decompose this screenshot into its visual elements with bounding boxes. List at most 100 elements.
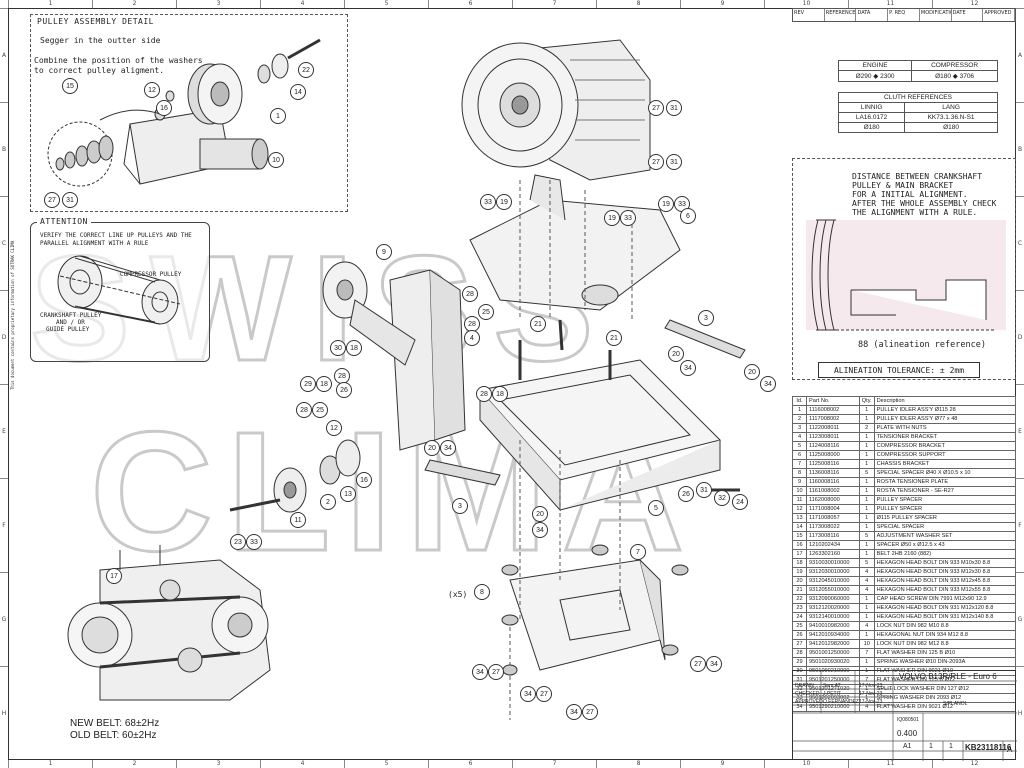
callout-33: 33 <box>480 194 496 210</box>
engine-belt-view <box>67 545 271 701</box>
callout-22: 22 <box>298 62 314 78</box>
clutch-table-title: CLUTH REFERENCES <box>838 92 998 103</box>
alignment-note-3: FOR A INITIAL ALIGNMENT. <box>852 190 968 199</box>
part-number: 1171008004 <box>806 504 860 514</box>
part-qty: 1 <box>858 432 875 442</box>
part-description: COMPRESSOR BRACKET <box>873 441 1017 451</box>
customer-name: S/PLANOL <box>943 701 968 707</box>
part-qty: 1 <box>858 630 875 640</box>
new-belt-frequency: NEW BELT: 68±2Hz <box>70 718 160 729</box>
ruler-column-label: 4 <box>260 760 344 768</box>
ruler-column-label: 8 <box>596 760 680 768</box>
part-qty: 7 <box>858 648 875 658</box>
callout-3: 3 <box>698 310 714 326</box>
part-description: Ø115 PULLEY SPACER <box>873 513 1017 523</box>
segger-note: Segger in the outter side <box>40 36 161 45</box>
part-id: 18 <box>792 558 807 568</box>
part-id: 2 <box>792 414 807 424</box>
part-number: 9501001250000 <box>806 648 860 658</box>
callout-12: 12 <box>144 82 160 98</box>
part-qty: 4 <box>858 585 875 595</box>
part-qty: 5 <box>858 468 875 478</box>
ruler-row-label: G <box>1016 572 1024 666</box>
callout-9: 9 <box>376 244 392 260</box>
approved-by: O.FERNANDEZ <box>823 699 859 705</box>
part-description: BELT 2HB 2160 (882) <box>873 549 1017 559</box>
callout-20: 20 <box>532 506 548 522</box>
compressor-pulley-value: Ø180 ◆ 3706 <box>911 70 998 82</box>
callout-31: 31 <box>62 192 78 208</box>
callout-34: 34 <box>532 522 548 538</box>
callout-25: 25 <box>312 402 328 418</box>
ruler-row-label: B <box>0 102 8 196</box>
callout-20: 20 <box>744 364 760 380</box>
linnig-header: LINNIG <box>837 102 906 113</box>
ruler-column-label: 5 <box>344 0 428 8</box>
part-qty: 1 <box>858 405 875 415</box>
part-description: SPECIAL SPACER <box>873 522 1017 532</box>
part-qty: 10 <box>858 639 875 649</box>
callout-34: 34 <box>520 686 536 702</box>
part-qty: 1 <box>858 513 875 523</box>
part-description: ADJUSTMENT WASHER SET <box>873 531 1017 541</box>
exploded-assembly-view <box>229 39 746 720</box>
part-number: 1117008002 <box>806 414 860 424</box>
callout-20: 20 <box>424 440 440 456</box>
callout-10: 10 <box>268 152 284 168</box>
part-id: 12 <box>792 504 807 514</box>
crankshaft-label-3: GUIDE PULLEY <box>46 326 90 333</box>
part-qty: 1 <box>858 450 875 460</box>
part-qty: 1 <box>858 504 875 514</box>
ruler-row-label: B <box>1016 102 1024 196</box>
ruler-column-label: 7 <box>512 0 596 8</box>
callout-4: 4 <box>464 330 480 346</box>
ruler-row-label: D <box>1016 290 1024 384</box>
part-id: 7 <box>792 459 807 469</box>
ruler-column-label: 9 <box>680 0 764 8</box>
ruler-column-label: 9 <box>680 760 764 768</box>
ruler-column-label: 12 <box>932 0 1016 8</box>
part-description: COMPRESSOR SUPPORT <box>873 450 1017 460</box>
ruler-row-label: C <box>1016 196 1024 290</box>
alignment-detail-box <box>792 158 1016 380</box>
callout-28: 28 <box>464 316 480 332</box>
revision-strip-header: REV <box>793 9 825 21</box>
callout-29: 29 <box>300 376 316 392</box>
callout-34: 34 <box>440 440 456 456</box>
approved-label: APPROVED <box>795 699 823 705</box>
callout-12: 12 <box>326 420 342 436</box>
pulley-detail-title: PULLEY ASSEMBLY DETAIL <box>37 17 154 26</box>
callout-18: 18 <box>346 340 362 356</box>
part-id: 21 <box>792 585 807 595</box>
ruler-column-label: 7 <box>512 760 596 768</box>
checked-label: CHECKED <box>795 691 820 697</box>
ruler-column-label: 11 <box>848 760 932 768</box>
part-number: 9312030010000 <box>806 567 860 577</box>
part-id: 20 <box>792 576 807 586</box>
part-number: 9310030010000 <box>806 558 860 568</box>
part-id: 11 <box>792 495 807 505</box>
ruler-row-label: G <box>0 572 8 666</box>
callout-32: 32 <box>714 490 730 506</box>
approved-date: 17-Nov-23 <box>859 699 883 705</box>
part-number: 1171008057 <box>806 513 860 523</box>
quantity-note: (x5) <box>448 590 468 599</box>
part-description: HEXAGON HEAD BOLT DIN 933 M12x45 8.8 <box>873 576 1017 586</box>
combine-note-line2: to correct pulley aligment. <box>34 66 165 75</box>
callout-27: 27 <box>648 154 664 170</box>
linnig-diameter: Ø180 <box>837 122 906 133</box>
part-description: PULLEY SPACER <box>873 495 1017 505</box>
part-id: 13 <box>792 513 807 523</box>
callout-27: 27 <box>44 192 60 208</box>
callout-18: 18 <box>492 386 508 402</box>
